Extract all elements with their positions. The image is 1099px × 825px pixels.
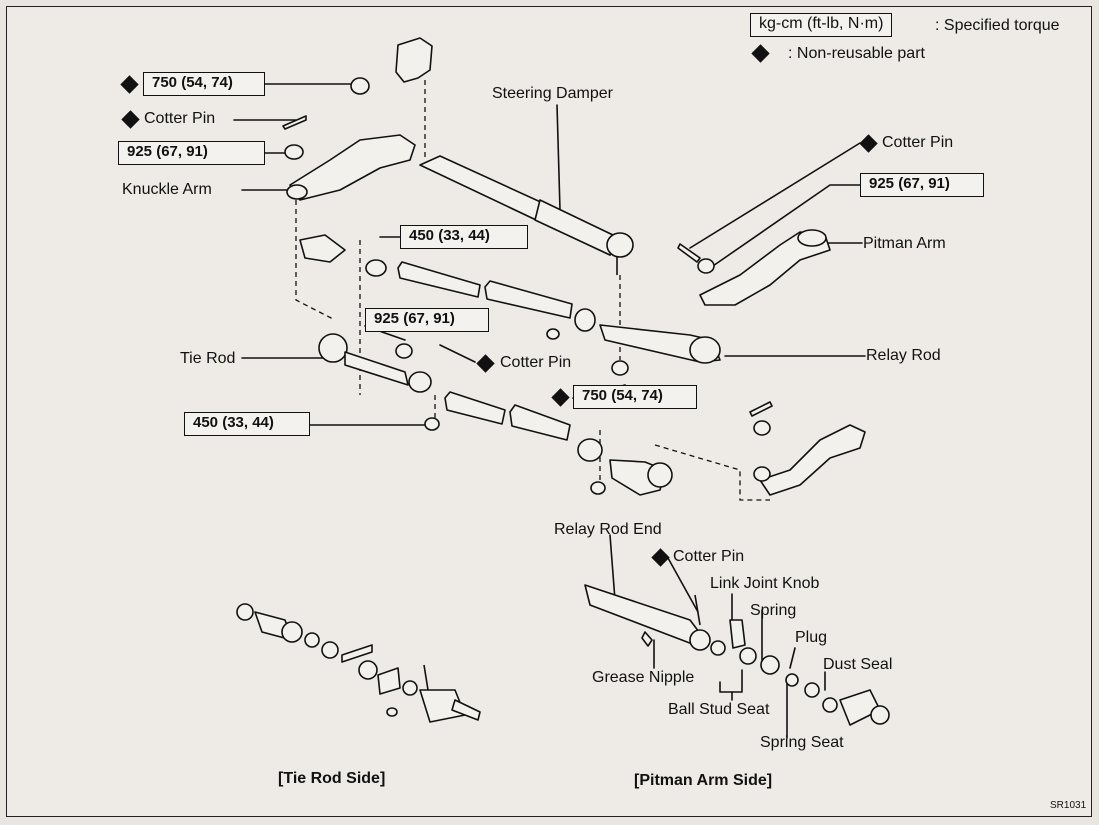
torque-box-pitman-nut: 925 (67, 91): [860, 173, 984, 197]
torque-box-clamp-upper: 450 (33, 44): [400, 225, 528, 249]
label-tie-rod: Tie Rod: [180, 350, 236, 367]
legend-torque-desc: : Specified torque: [935, 17, 1060, 34]
label-ball-stud-seat: Ball Stud Seat: [668, 701, 770, 718]
legend-nonreusable-desc: : Non-reusable part: [788, 45, 925, 62]
caption-tie-rod-side: [Tie Rod Side]: [278, 770, 386, 787]
torque-box-tie-rod-nut: 925 (67, 91): [365, 308, 489, 332]
label-cotter-pin-upper-left: Cotter Pin: [144, 110, 216, 127]
torque-box-knuckle-nut: 925 (67, 91): [118, 141, 265, 165]
label-spring-seat: Spring Seat: [760, 734, 844, 751]
label-spring: Spring: [750, 602, 797, 619]
label-grease-nipple: Grease Nipple: [592, 669, 695, 686]
label-link-joint-knob: Link Joint Knob: [710, 575, 820, 592]
label-cotter-pin-lower: Cotter Pin: [673, 548, 745, 565]
caption-pitman-arm-side: [Pitman Arm Side]: [634, 772, 773, 789]
label-pitman-arm: Pitman Arm: [863, 235, 946, 252]
torque-box-nut-top: 750 (54, 74): [143, 72, 265, 96]
legend-torque-unit-box: kg-cm (ft-lb, N·m): [750, 13, 893, 37]
label-cotter-pin-middle: Cotter Pin: [500, 354, 572, 371]
label-relay-rod-end: Relay Rod End: [554, 521, 662, 538]
label-dust-seal: Dust Seal: [823, 656, 893, 673]
label-steering-damper: Steering Damper: [492, 85, 613, 102]
figure-code: SR1031: [1050, 800, 1087, 811]
label-plug: Plug: [795, 629, 828, 646]
label-knuckle-arm: Knuckle Arm: [122, 181, 212, 198]
torque-box-relay-nut: 750 (54, 74): [573, 385, 697, 409]
label-cotter-pin-upper-right: Cotter Pin: [882, 134, 954, 151]
torque-box-clamp-lower: 450 (33, 44): [184, 412, 310, 436]
label-relay-rod: Relay Rod: [866, 347, 941, 364]
